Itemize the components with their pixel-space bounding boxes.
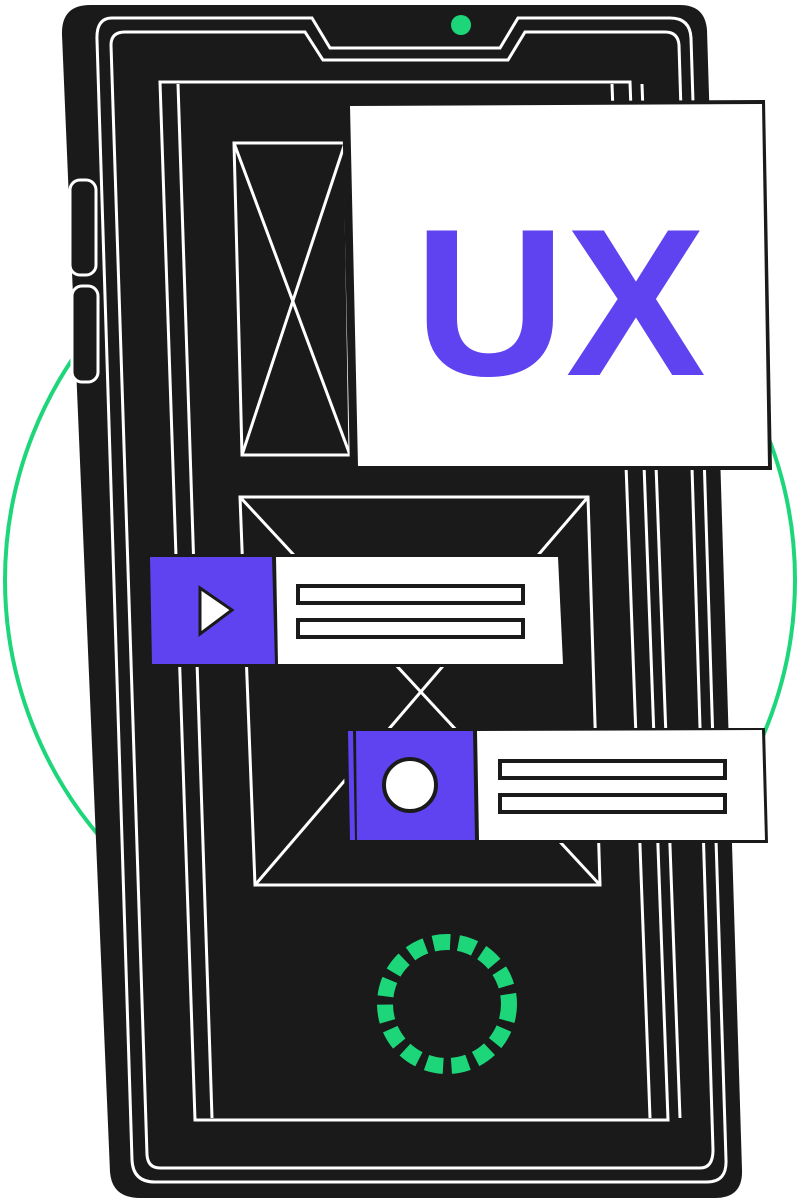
- record-card: [343, 728, 768, 843]
- text-line-placeholder: [498, 759, 727, 780]
- phone-outline: [95, 16, 728, 1184]
- loading-ring-icon: [377, 934, 517, 1074]
- ux-card: UX: [342, 100, 772, 470]
- volume-down-button: [70, 284, 100, 384]
- screen-frame: [158, 80, 670, 1122]
- text-line-placeholder: [296, 618, 525, 639]
- video-card: [143, 554, 566, 667]
- ux-label: UX: [414, 185, 706, 420]
- volume-up-button: [68, 178, 98, 277]
- record-icon: [382, 757, 438, 813]
- text-line-placeholder: [498, 793, 727, 814]
- screen-outline: [109, 30, 715, 1170]
- play-icon: [198, 585, 235, 637]
- text-line-placeholder: [296, 584, 525, 605]
- camera-dot: [451, 15, 471, 35]
